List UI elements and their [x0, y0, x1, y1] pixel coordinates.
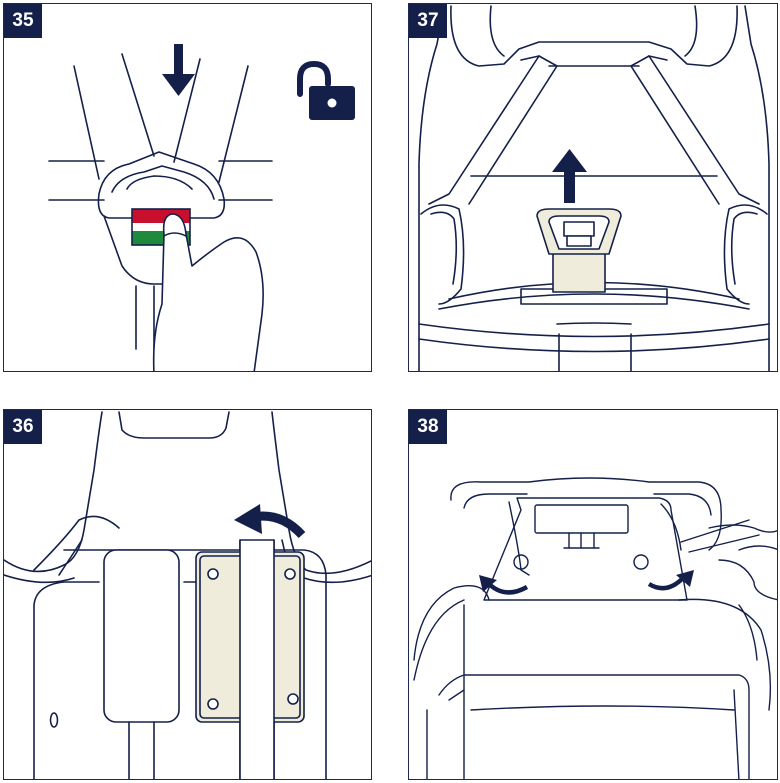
headrest-cover-removal-illustration	[409, 410, 778, 780]
shoulder-pad	[196, 540, 304, 780]
step-panel-35: 35	[3, 3, 372, 372]
step-number-badge: 35	[4, 4, 42, 38]
release-button-illustration	[4, 4, 372, 372]
step-panel-36: 36	[3, 409, 372, 780]
step-number-badge: 36	[4, 410, 42, 444]
step-panel-38: 38	[408, 409, 778, 780]
step-number-badge: 38	[409, 410, 447, 444]
rotate-arrow-icon	[234, 504, 302, 535]
down-arrow-icon	[162, 44, 195, 96]
step-number-badge: 37	[409, 4, 447, 38]
shoulder-pad-removal-illustration	[4, 410, 372, 780]
crotch-buckle	[537, 209, 621, 292]
hand-finger	[154, 214, 263, 372]
unlocked-padlock-icon	[300, 64, 355, 120]
step-panel-37: 37	[408, 3, 778, 372]
buckle-pull-illustration	[409, 4, 778, 372]
